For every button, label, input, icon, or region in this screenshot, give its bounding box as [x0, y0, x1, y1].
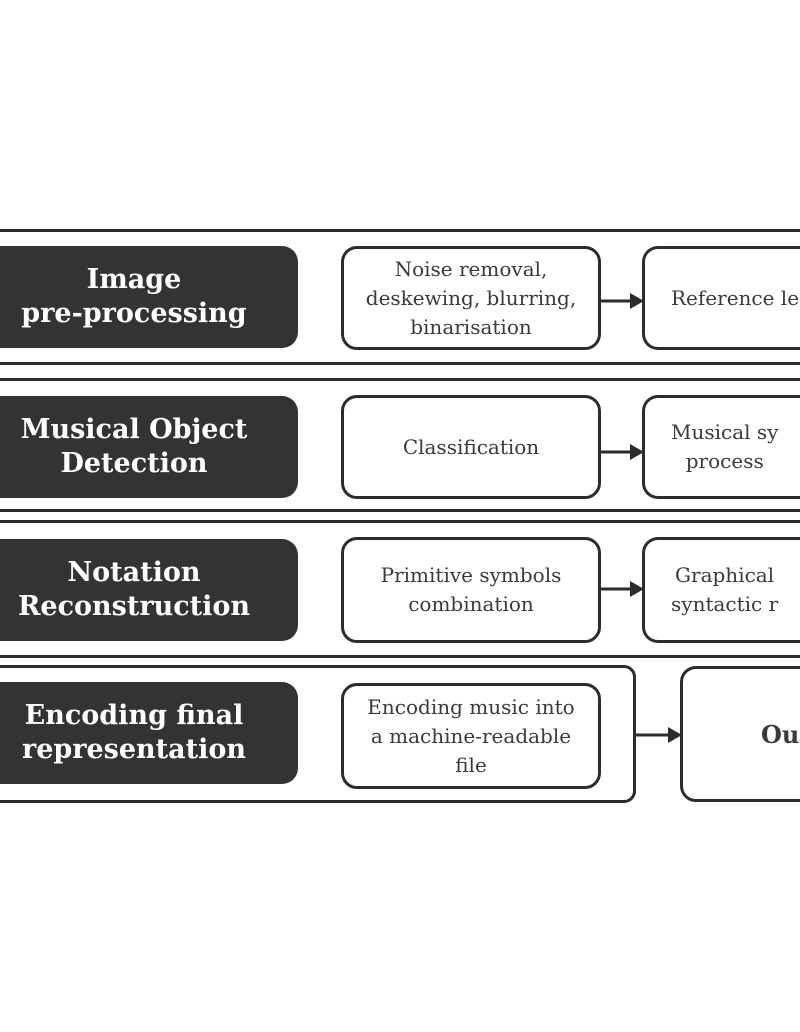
step-box-graphical-syntactic-rules: Graphical syntactic r	[642, 537, 800, 643]
step-box-classification: Classification	[341, 395, 601, 499]
arrow-right-icon	[600, 581, 644, 597]
step-text-musical-symbol-processing: Musical sy process	[671, 420, 779, 473]
stage-label-notation-reconstruction: Notation Reconstruction	[0, 539, 298, 641]
step-box-noise-removal: Noise removal, deskewing, blurring, bina…	[341, 246, 601, 350]
step-box-musical-symbol-processing: Musical sy process	[642, 395, 800, 499]
step-box-output: Ou	[680, 666, 800, 802]
arrow-right-icon	[636, 727, 682, 743]
step-box-reference-lengths: Reference le	[642, 246, 800, 350]
stage-label-image-preprocessing: Image pre-processing	[0, 246, 298, 348]
arrow-right-icon	[600, 444, 644, 460]
step-text-graphical-syntactic-rules: Graphical syntactic r	[671, 563, 779, 616]
step-box-primitive-symbols-combination: Primitive symbols combination	[341, 537, 601, 643]
step-text-reference-lengths: Reference le	[671, 285, 800, 310]
stage-label-musical-object-detection: Musical Object Detection	[0, 396, 298, 498]
stage-label-encoding-final-representation: Encoding final representation	[0, 682, 298, 784]
arrow-right-icon	[600, 293, 644, 309]
step-box-encoding-music: Encoding music into a machine-readable f…	[341, 683, 601, 789]
